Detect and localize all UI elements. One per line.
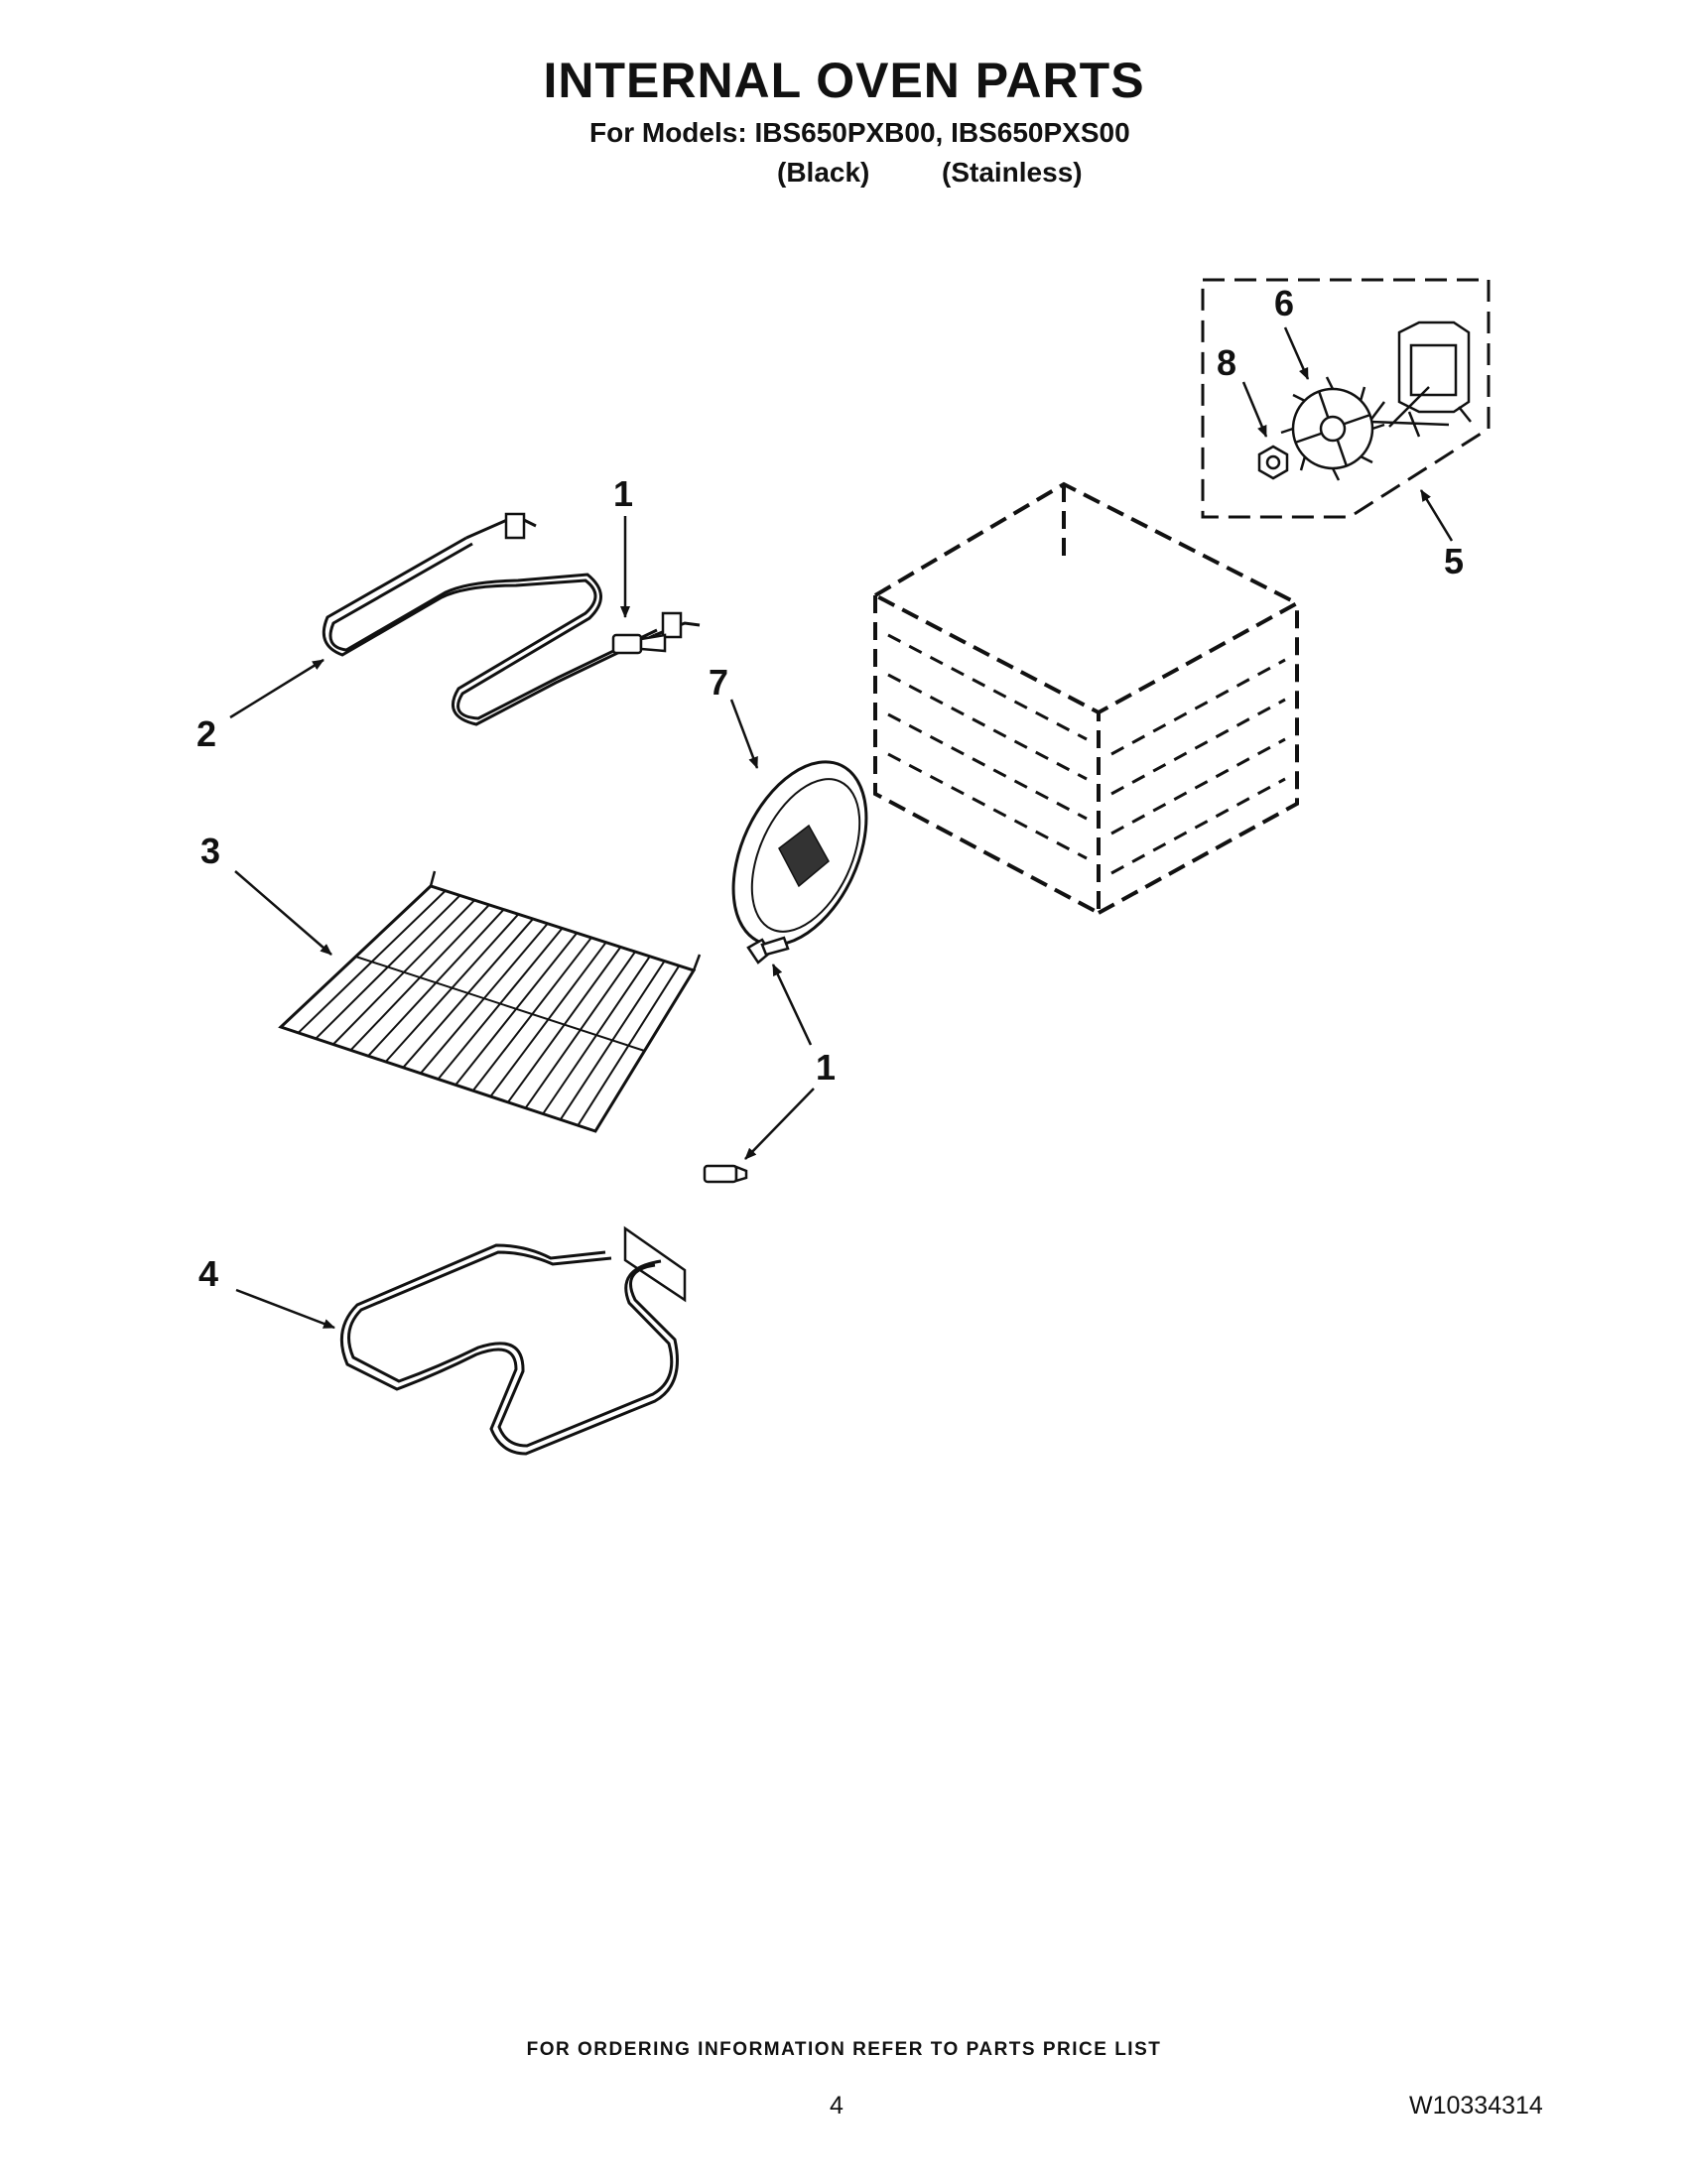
arrow-8 [1241, 381, 1268, 438]
convection-motor [1368, 321, 1472, 438]
callout-5: 5 [1444, 541, 1464, 581]
terminal-screw-top [611, 633, 667, 655]
page-number: 4 [830, 2092, 844, 2120]
callout-3: 3 [200, 831, 220, 871]
callout-8: 8 [1217, 342, 1236, 383]
arrow-1-low [744, 1088, 815, 1160]
fan-cover [731, 760, 868, 947]
callout-4: 4 [198, 1253, 218, 1294]
document-number: W10334314 [1409, 2092, 1543, 2120]
leader-arrows [229, 326, 1454, 1330]
callout-2: 2 [196, 713, 216, 754]
ordering-note: FOR ORDERING INFORMATION REFER TO PARTS … [526, 2039, 1162, 2060]
fan-blade [1280, 376, 1385, 481]
callout-7: 7 [709, 662, 728, 703]
callout-6: 6 [1274, 283, 1294, 323]
callout-1-top: 1 [613, 473, 633, 514]
page-title: INTERNAL OVEN PARTS [543, 53, 1145, 108]
bake-element [339, 1225, 687, 1456]
variant-black-label: (Black) [777, 157, 870, 188]
arrow-4 [235, 1288, 335, 1330]
terminal-screw-middle [746, 936, 790, 964]
oven-cavity [870, 481, 1302, 917]
fan-nut [1257, 445, 1289, 480]
arrow-3 [234, 870, 332, 956]
callout-1-bottom: 1 [816, 1047, 836, 1088]
arrow-6 [1283, 326, 1310, 380]
fan-assembly-dashed-box [1201, 278, 1491, 519]
arrow-1-mid [771, 964, 813, 1046]
variant-stainless-label: (Stainless) [942, 157, 1083, 188]
models-line: For Models: IBS650PXB00, IBS650PXS00 [589, 117, 1130, 148]
arrow-7 [729, 699, 759, 769]
arrow-5 [1419, 489, 1454, 542]
terminal-screw-lower [703, 1164, 748, 1184]
oven-rack [278, 870, 702, 1133]
rack-center-bar [355, 956, 645, 1052]
broil-element [322, 512, 701, 726]
arrow-2 [229, 658, 325, 719]
fan-assembly-group [1201, 278, 1491, 519]
